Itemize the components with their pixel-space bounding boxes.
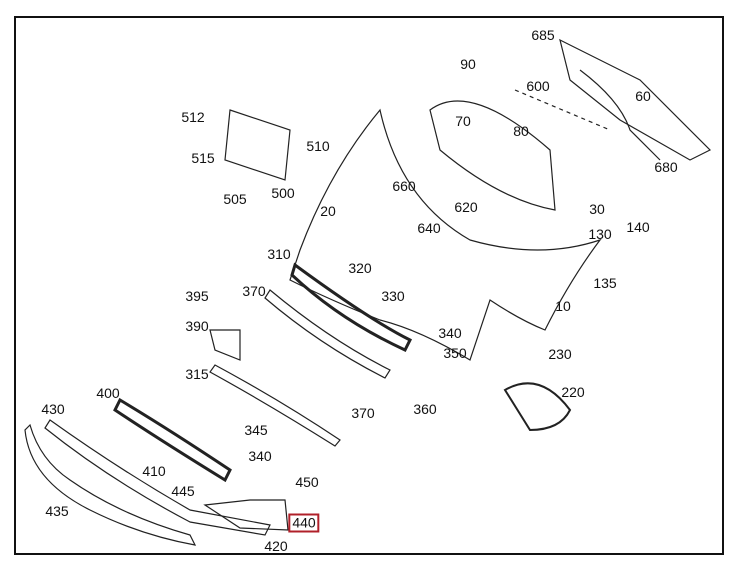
molding-370	[264, 289, 391, 379]
trim-440	[203, 499, 289, 531]
part-label-440[interactable]: 440	[288, 513, 320, 533]
part-label-620[interactable]: 620	[454, 199, 478, 215]
part-label-510[interactable]: 510	[306, 138, 330, 154]
part-label-505[interactable]: 505	[223, 191, 247, 207]
part-label-340[interactable]: 340	[248, 448, 272, 464]
part-label-390[interactable]: 390	[185, 318, 209, 334]
impact-bar-60	[559, 38, 712, 161]
spoiler-430	[44, 419, 271, 536]
strip-315	[209, 364, 341, 447]
part-label-420[interactable]: 420	[264, 538, 288, 554]
grille-400	[113, 397, 232, 483]
part-label-140[interactable]: 140	[626, 219, 650, 235]
bumper-carrier-70	[429, 100, 556, 211]
part-label-400[interactable]: 400	[96, 385, 120, 401]
part-label-315[interactable]: 315	[185, 366, 209, 382]
part-label-435[interactable]: 435	[45, 503, 69, 519]
part-label-130[interactable]: 130	[588, 226, 612, 242]
part-label-430[interactable]: 430	[41, 401, 65, 417]
part-label-640[interactable]: 640	[417, 220, 441, 236]
grille-320	[290, 262, 413, 352]
part-label-90[interactable]: 90	[460, 56, 476, 72]
part-label-410[interactable]: 410	[142, 463, 166, 479]
part-label-445[interactable]: 445	[171, 483, 195, 499]
part-label-500[interactable]: 500	[271, 185, 295, 201]
bumper-cover-10	[289, 108, 602, 361]
part-label-30[interactable]: 30	[589, 201, 605, 217]
part-label-340[interactable]: 340	[438, 325, 462, 341]
part-label-320[interactable]: 320	[348, 260, 372, 276]
part-label-600[interactable]: 600	[526, 78, 550, 94]
part-label-360[interactable]: 360	[413, 401, 437, 417]
trim-390	[209, 329, 241, 361]
part-label-512[interactable]: 512	[181, 109, 205, 125]
part-label-20[interactable]: 20	[320, 203, 336, 219]
part-label-80[interactable]: 80	[513, 123, 529, 139]
part-label-450[interactable]: 450	[295, 474, 319, 490]
wire-600	[514, 89, 611, 131]
part-label-680[interactable]: 680	[654, 159, 678, 175]
part-label-60[interactable]: 60	[635, 88, 651, 104]
part-label-220[interactable]: 220	[561, 384, 585, 400]
lip-435	[24, 423, 197, 546]
part-label-135[interactable]: 135	[593, 275, 617, 291]
license-bracket-500	[224, 109, 291, 181]
part-label-395[interactable]: 395	[185, 288, 209, 304]
part-label-660[interactable]: 660	[392, 178, 416, 194]
part-label-310[interactable]: 310	[267, 246, 291, 262]
part-label-350[interactable]: 350	[443, 345, 467, 361]
grille-220	[503, 382, 572, 432]
part-label-370[interactable]: 370	[351, 405, 375, 421]
part-label-10[interactable]: 10	[555, 298, 571, 314]
part-label-515[interactable]: 515	[191, 150, 215, 166]
part-label-685[interactable]: 685	[531, 27, 555, 43]
part-label-370[interactable]: 370	[242, 283, 266, 299]
part-label-70[interactable]: 70	[455, 113, 471, 129]
part-label-345[interactable]: 345	[244, 422, 268, 438]
wire-680	[579, 69, 661, 161]
part-label-230[interactable]: 230	[548, 346, 572, 362]
part-label-330[interactable]: 330	[381, 288, 405, 304]
diagram-frame	[14, 16, 724, 555]
